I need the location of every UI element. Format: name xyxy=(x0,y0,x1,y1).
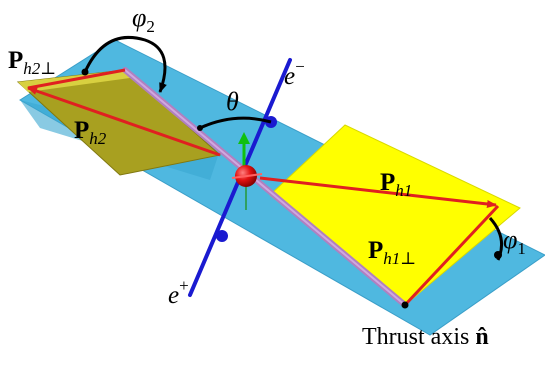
thrust-axis-label: Thrust axis n̂ xyxy=(362,324,489,350)
beam-marker-lower xyxy=(216,230,228,242)
e-minus-label: e− xyxy=(284,57,305,90)
phi2-label: φ2 xyxy=(132,3,155,36)
phi1-arc-end xyxy=(494,251,502,259)
theta-arc xyxy=(199,116,272,130)
theta-arc-end xyxy=(197,125,203,131)
thrust-axis-end xyxy=(401,301,409,309)
e-plus-label: e+ xyxy=(168,276,189,309)
phi1-label: φ1 xyxy=(503,225,526,258)
ph1perp-label: Ph1⊥ xyxy=(368,237,416,268)
ph1perp-vector xyxy=(403,204,500,307)
z-axis-arrowhead xyxy=(238,132,250,144)
ph2perp-vector xyxy=(27,68,126,90)
ph1-vector xyxy=(259,176,497,208)
phi2-arc xyxy=(83,35,167,93)
phi2-arc-start xyxy=(81,68,89,76)
ph2perp-label: Ph2⊥ xyxy=(8,47,56,78)
ph1-label: Ph1 xyxy=(380,169,412,200)
interaction-axis-stub xyxy=(231,173,263,179)
theta-label: θ xyxy=(226,87,239,116)
thrust-axis-highlight xyxy=(124,69,406,306)
ph2-vector xyxy=(27,86,221,157)
ph2-label: Ph2 xyxy=(74,117,107,148)
